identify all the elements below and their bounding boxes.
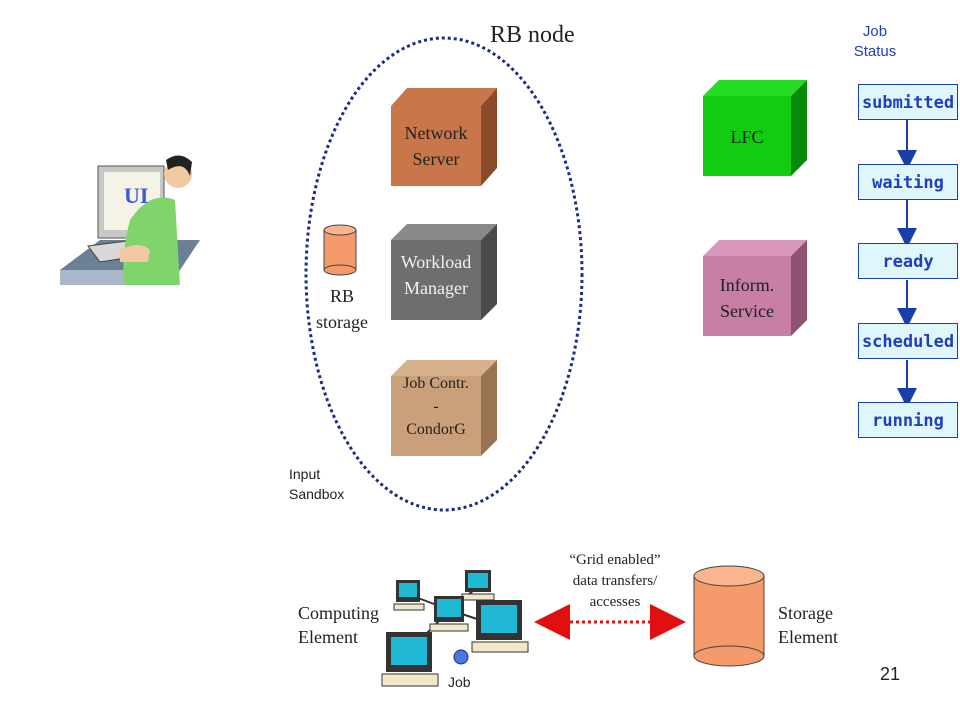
job-token-icon — [453, 649, 469, 665]
input-sandbox-line2: Sandbox — [289, 486, 345, 502]
computing-element-network — [381, 570, 529, 687]
status-scheduled: scheduled — [858, 323, 958, 359]
rb-storage-line1: RB — [329, 286, 354, 306]
computing-element-line1: Computing — [298, 603, 380, 623]
info-service-line1: Inform. — [719, 275, 775, 295]
transfer-label: “Grid enabled” data transfers/ accesses — [540, 550, 690, 613]
job-status-heading: Job Status — [840, 22, 910, 62]
job-controller-line2: - — [433, 398, 439, 415]
lfc-cube — [703, 80, 807, 176]
transfer-line2: data transfers/ — [572, 573, 658, 589]
job-label: Job — [448, 674, 471, 690]
job-controller-line3: CondorG — [406, 421, 466, 438]
storage-element-cylinder — [693, 565, 765, 667]
info-service-label: Inform. Service — [703, 272, 791, 324]
storage-element-line1: Storage — [778, 603, 833, 623]
ui-user-illustration — [60, 155, 200, 285]
job-controller-cube — [391, 360, 497, 456]
lfc-label: LFC — [730, 127, 764, 147]
rb-node-boundary — [304, 36, 584, 512]
workload-manager-cube — [391, 224, 497, 320]
network-server-label: Network Server — [391, 120, 481, 172]
computing-element-label: Computing Element — [298, 601, 379, 649]
status-submitted: submitted — [858, 84, 958, 120]
rb-storage-label: RB storage — [300, 283, 384, 335]
workload-manager-label: Workload Manager — [391, 249, 481, 301]
rb-storage-line2: storage — [316, 312, 368, 332]
network-server-cube — [391, 88, 497, 186]
computing-element-line2: Element — [298, 627, 358, 647]
computer-icon — [393, 580, 425, 611]
job-controller-line1: Job Contr. — [403, 375, 469, 392]
info-service-cube — [703, 240, 807, 336]
network-server-line2: Server — [412, 149, 460, 169]
computer-icon — [429, 596, 469, 632]
transfer-line3: accesses — [589, 594, 641, 610]
storage-element-line2: Element — [778, 627, 838, 647]
computer-icon — [471, 600, 529, 653]
job-status-heading-line1: Job — [862, 23, 888, 40]
job-controller-label: Job Contr. - CondorG — [391, 372, 481, 441]
computer-icon — [461, 570, 495, 601]
rb-storage-cylinder — [323, 224, 357, 276]
input-sandbox-label: Input Sandbox — [289, 464, 344, 504]
page-number: 21 — [880, 664, 901, 684]
computer-icon — [381, 632, 439, 687]
transfer-line1: “Grid enabled” — [569, 552, 661, 568]
network-server-line1: Network — [404, 123, 468, 143]
status-waiting: waiting — [858, 164, 958, 200]
storage-element-label: Storage Element — [778, 601, 838, 649]
workload-manager-line2: Manager — [404, 278, 468, 298]
status-ready: ready — [858, 243, 958, 279]
status-running: running — [858, 402, 958, 438]
rb-node-title: RB node — [490, 22, 575, 48]
job-status-heading-line2: Status — [853, 43, 897, 60]
ui-label: UI — [124, 183, 149, 208]
workload-manager-line1: Workload — [400, 252, 472, 272]
input-sandbox-line1: Input — [289, 466, 321, 482]
info-service-line2: Service — [720, 301, 774, 321]
